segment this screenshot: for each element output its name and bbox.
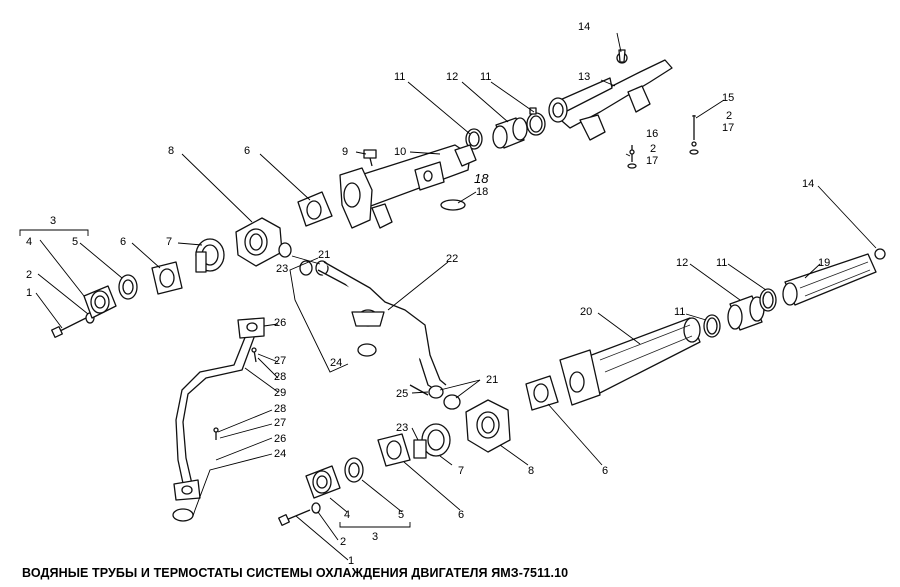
callout-27: 27 — [274, 355, 286, 367]
callout-11: 11 — [394, 71, 405, 83]
pipe-10 — [339, 144, 477, 229]
callout-23: 23 — [396, 422, 408, 434]
clamp-11-right-b — [759, 288, 777, 312]
bolt-1-left — [51, 317, 87, 338]
bolt-27-28-upper — [251, 347, 257, 363]
sleeve-12-upper — [492, 117, 528, 149]
bolt-27-28-lower — [213, 427, 219, 440]
gasket-18 — [440, 199, 466, 211]
gasket-24-mid — [357, 343, 377, 357]
diagram-caption: ВОДЯНЫЕ ТРУБЫ И ТЕРМОСТАТЫ СИСТЕМЫ ОХЛАЖ… — [22, 566, 569, 580]
callout-6: 6 — [244, 145, 250, 157]
gasket-6-lower — [377, 433, 411, 467]
cover-4-left — [83, 285, 117, 319]
clamp-11-upper-right — [526, 107, 546, 136]
housing-8-lower — [465, 399, 511, 453]
callout-18: 18 — [476, 186, 488, 198]
callout-2: 2 — [26, 269, 32, 281]
callout-19: 19 — [818, 257, 830, 269]
pipe-20 — [559, 317, 701, 406]
callout-3: 3 — [50, 215, 56, 227]
callout-25: 25 — [396, 388, 408, 400]
callout-4: 4 — [26, 236, 32, 248]
callout-11: 11 — [480, 71, 491, 83]
bolt-9 — [363, 149, 377, 167]
callout-20: 20 — [580, 306, 592, 318]
callout-17: 17 — [646, 155, 658, 167]
gasket-6-left — [151, 261, 183, 295]
callout-7: 7 — [166, 236, 172, 248]
housing-8-left — [235, 217, 283, 267]
callout-24: 24 — [274, 448, 286, 460]
gasket-6-mid — [297, 191, 333, 227]
callout-labels: 14 11 12 11 13 15 2 17 16 2 17 9 10 18 1… — [26, 21, 830, 567]
callout-26: 26 — [274, 317, 286, 329]
callout-21: 21 — [318, 249, 330, 261]
callout-8: 8 — [168, 145, 174, 157]
callout-5: 5 — [398, 509, 404, 521]
clamp-21-23-upper — [278, 242, 329, 276]
callout-2: 2 — [340, 536, 346, 548]
callout-3: 3 — [372, 531, 378, 543]
bolt-16-set — [627, 145, 637, 169]
callout-21: 21 — [486, 374, 498, 386]
pipe-22 — [317, 261, 447, 391]
callout-13: 13 — [578, 71, 590, 83]
cover-4-lower — [305, 465, 341, 499]
gasket-6-right — [525, 375, 559, 411]
callout-16: 16 — [646, 128, 658, 140]
sleeve-12-right — [727, 295, 765, 331]
callout-18-handwritten: 18 — [474, 171, 489, 186]
callout-28: 28 — [274, 403, 286, 415]
callout-1: 1 — [348, 555, 354, 567]
callout-12: 12 — [446, 71, 458, 83]
callout-12: 12 — [676, 257, 688, 269]
callout-6: 6 — [602, 465, 608, 477]
leader-lines — [19, 32, 877, 561]
bolt-1-lower — [278, 509, 311, 526]
callout-4: 4 — [344, 509, 350, 521]
washer-2-lower — [311, 502, 321, 514]
callout-24: 24 — [330, 357, 342, 369]
pipe-13 — [548, 49, 673, 141]
thermostat-7-left — [195, 238, 225, 273]
callout-26: 26 — [274, 433, 286, 445]
callout-14: 14 — [578, 21, 590, 33]
bolt-15-set — [689, 115, 699, 155]
callout-28: 28 — [274, 371, 286, 383]
callout-27: 27 — [274, 417, 286, 429]
callout-23: 23 — [276, 263, 288, 275]
ring-5-left — [118, 274, 138, 300]
callout-22: 22 — [446, 253, 458, 265]
ring-5-lower — [344, 457, 364, 483]
callout-14: 14 — [802, 178, 814, 190]
callout-9: 9 — [342, 146, 348, 158]
callout-7: 7 — [458, 465, 464, 477]
plug-14-right — [874, 248, 886, 260]
callout-5: 5 — [72, 236, 78, 248]
clamp-11-right-a — [703, 314, 721, 338]
thermostat-7-lower — [413, 423, 451, 459]
callout-15: 15 — [722, 92, 734, 104]
callout-11: 11 — [716, 257, 727, 269]
pipe-29 — [173, 317, 265, 501]
callout-2: 2 — [650, 143, 656, 155]
callout-17: 17 — [722, 122, 734, 134]
callout-1: 1 — [26, 287, 32, 299]
callout-10: 10 — [394, 146, 406, 158]
pipe-19 — [782, 253, 877, 306]
callout-29: 29 — [274, 387, 286, 399]
callout-11: 11 — [674, 306, 685, 318]
callout-6: 6 — [458, 509, 464, 521]
callout-2: 2 — [726, 110, 732, 122]
clamp-21-23-lower — [409, 384, 461, 410]
gasket-24-lower — [172, 508, 194, 522]
callout-6: 6 — [120, 236, 126, 248]
callout-8: 8 — [528, 465, 534, 477]
